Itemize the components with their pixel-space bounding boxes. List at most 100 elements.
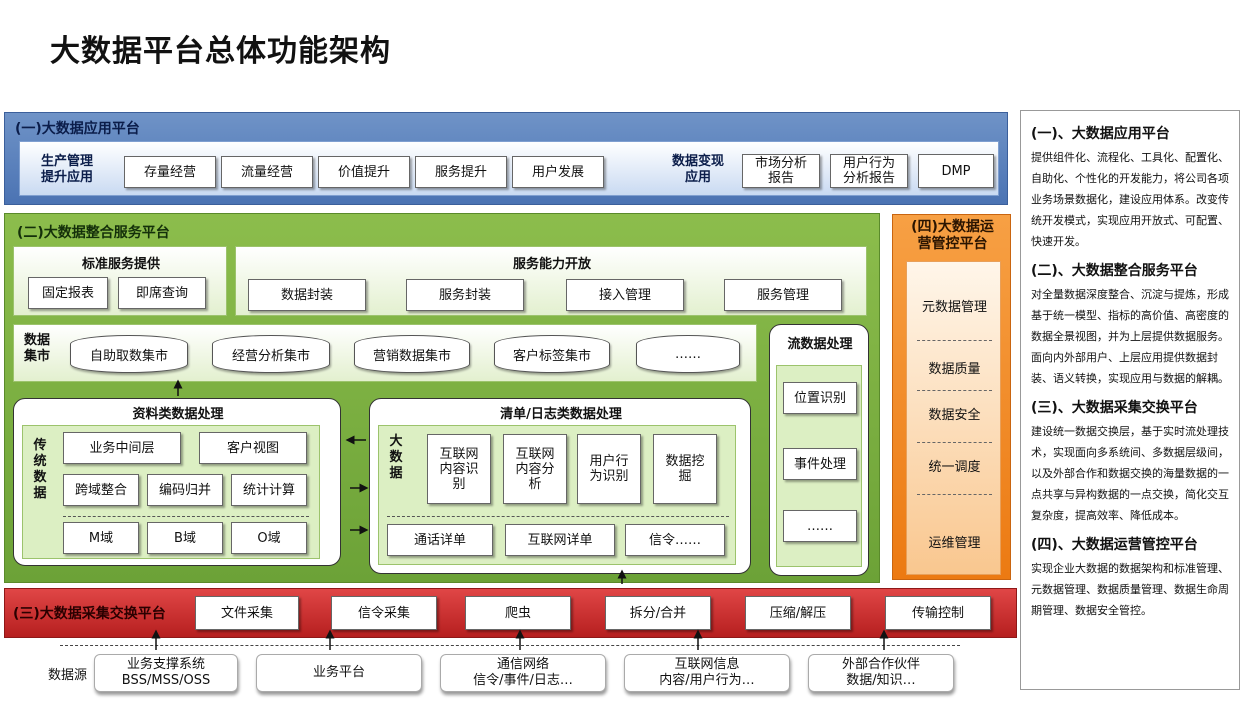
dashed-divider [917, 442, 992, 443]
note-text: 对全量数据深度整合、沉淀与提炼，形成基于统一模型、指标的高价值、高密度的数据全景… [1031, 288, 1229, 385]
app-item[interactable]: 流量经营 [221, 156, 313, 188]
data-mart-item[interactable]: …… [636, 335, 740, 373]
operations-control-inner: 元数据管理 数据质量 数据安全 统一调度 运维管理 [906, 261, 1001, 575]
note-text: 建设统一数据交换层，基于实时流处理技术，实现面向多系统间、多数据层级间，以及外部… [1031, 425, 1229, 522]
service-open-item[interactable]: 服务管理 [724, 279, 842, 311]
data-source-item[interactable]: 外部合作伙伴 数据/知识… [808, 654, 954, 692]
ops-item[interactable]: 数据安全 [928, 408, 981, 423]
data-mart-item[interactable]: 自助取数集市 [70, 335, 188, 373]
log-item[interactable]: 数据挖 掘 [653, 434, 717, 504]
note-heading: (二)、大数据整合服务平台 [1031, 263, 1198, 279]
service-open-title: 服务能力开放 [512, 257, 591, 272]
document-processing-panel: 资料类数据处理 传 统 数 据 业务中间层 客户视图 跨域整合 编码归并 统计计… [13, 398, 341, 566]
dashed-divider [387, 516, 729, 517]
doc-item[interactable]: 统计计算 [231, 474, 307, 506]
integration-platform-title: (二)大数据整合服务平台 [17, 225, 170, 241]
collection-item[interactable]: 传输控制 [885, 596, 991, 630]
note-text: 提供组件化、流程化、工具化、配置化、自助化、个性化的开发能力，将公司各项业务场景… [1031, 151, 1229, 248]
collection-item[interactable]: 文件采集 [195, 596, 299, 630]
doc-item[interactable]: 编码归并 [147, 474, 223, 506]
document-processing-inner: 传 统 数 据 业务中间层 客户视图 跨域整合 编码归并 统计计算 M域 B域 … [22, 425, 320, 559]
collection-item[interactable]: 信令采集 [331, 596, 437, 630]
description-panel: (一)、大数据应用平台 提供组件化、流程化、工具化、配置化、自助化、个性化的开发… [1020, 110, 1240, 690]
application-platform-panel: (一)大数据应用平台 生产管理 提升应用 存量经营 流量经营 价值提升 服务提升… [4, 112, 1008, 205]
ops-item[interactable]: 统一调度 [928, 460, 981, 475]
stream-processing-title: 流数据处理 [787, 337, 853, 352]
dashed-divider [917, 494, 992, 495]
app-item[interactable]: 服务提升 [415, 156, 507, 188]
collection-item[interactable]: 爬虫 [465, 596, 571, 630]
collection-item[interactable]: 压缩/解压 [745, 596, 851, 630]
integration-platform-panel: (二)大数据整合服务平台 标准服务提供 固定报表 即席查询 服务能力开放 数据封… [4, 213, 880, 583]
note-text: 实现企业大数据的数据架构和标准管理、元数据管理、数据质量管理、数据生命周期管理、… [1031, 562, 1229, 617]
data-source-item[interactable]: 业务支撑系统 BSS/MSS/OSS [94, 654, 238, 692]
event-processing-item[interactable]: 事件处理 [783, 448, 857, 480]
data-source-item[interactable]: 业务平台 [256, 654, 422, 692]
data-mart-item[interactable]: 经营分析集市 [212, 335, 330, 373]
source-dashed-line [60, 645, 960, 646]
data-source-item[interactable]: 通信网络 信令/事件/日志… [440, 654, 606, 692]
dmp-item[interactable]: DMP [918, 154, 994, 188]
log-detail-item[interactable]: 信令…… [625, 524, 725, 556]
document-processing-title: 资料类数据处理 [132, 407, 224, 422]
doc-item[interactable]: O域 [231, 522, 307, 554]
app-item[interactable]: 用户发展 [512, 156, 604, 188]
production-management-label: 生产管理 提升应用 [40, 154, 93, 185]
data-mart-panel: 数据 集市 自助取数集市 经营分析集市 营销数据集市 客户标签集市 …… [13, 324, 757, 382]
log-detail-item[interactable]: 互联网详单 [505, 524, 615, 556]
log-processing-inner: 大 数 据 互联网 内容识 别 互联网 内容分 析 用户行 为识别 数据挖 掘 … [378, 425, 736, 565]
ops-item[interactable]: 元数据管理 [921, 300, 987, 315]
collection-exchange-panel: (三)大数据采集交换平台 文件采集 信令采集 爬虫 拆分/合并 压缩/解压 传输… [4, 588, 1017, 638]
ops-item[interactable]: 数据质量 [928, 362, 981, 377]
log-item[interactable]: 互联网 内容分 析 [503, 434, 567, 504]
doc-item[interactable]: B域 [147, 522, 223, 554]
log-processing-panel: 清单/日志类数据处理 大 数 据 互联网 内容识 别 互联网 内容分 析 用户行… [369, 398, 751, 574]
page-title: 大数据平台总体功能架构 [50, 34, 391, 69]
doc-item[interactable]: 业务中间层 [63, 432, 181, 464]
app-item[interactable]: 存量经营 [124, 156, 216, 188]
log-processing-title: 清单/日志类数据处理 [500, 407, 622, 422]
ops-item[interactable]: 运维管理 [928, 536, 981, 551]
log-detail-item[interactable]: 通话详单 [387, 524, 493, 556]
adhoc-query-item[interactable]: 即席查询 [118, 277, 206, 309]
app-item[interactable]: 价值提升 [318, 156, 410, 188]
data-mart-label: 数据 集市 [23, 333, 50, 364]
data-source-label: 数据源 [48, 668, 88, 683]
standard-service-title: 标准服务提供 [81, 257, 160, 272]
service-open-panel: 服务能力开放 数据封装 服务封装 接入管理 服务管理 [235, 246, 867, 316]
application-platform-title: (一)大数据应用平台 [15, 121, 140, 137]
collection-item[interactable]: 拆分/合并 [605, 596, 711, 630]
market-analysis-report[interactable]: 市场分析 报告 [742, 154, 820, 188]
dashed-divider [63, 516, 309, 517]
log-item[interactable]: 用户行 为识别 [577, 434, 641, 504]
big-data-label: 大 数 据 [389, 434, 403, 481]
stream-processing-panel: 流数据处理 位置识别 事件处理 …… [769, 324, 869, 576]
doc-item[interactable]: M域 [63, 522, 139, 554]
data-monetization-label: 数据变现 应用 [671, 154, 724, 185]
user-behavior-report[interactable]: 用户行为 分析报告 [830, 154, 908, 188]
application-platform-inner: 生产管理 提升应用 存量经营 流量经营 价值提升 服务提升 用户发展 数据变现 … [19, 141, 999, 196]
dashed-divider [917, 390, 992, 391]
dashed-divider [917, 340, 992, 341]
location-recognition-item[interactable]: 位置识别 [783, 382, 857, 414]
note-heading: (四)、大数据运营管控平台 [1031, 537, 1198, 553]
data-source-item[interactable]: 互联网信息 内容/用户行为… [624, 654, 790, 692]
operations-control-title: (四)大数据运 营管控平台 [911, 219, 994, 252]
doc-item[interactable]: 客户视图 [199, 432, 307, 464]
note-heading: (一)、大数据应用平台 [1031, 126, 1170, 142]
collection-exchange-title: (三)大数据采集交换平台 [13, 606, 166, 622]
stream-processing-inner: 位置识别 事件处理 …… [776, 365, 862, 567]
data-mart-item[interactable]: 客户标签集市 [494, 335, 610, 373]
service-open-item[interactable]: 接入管理 [566, 279, 684, 311]
fixed-report-item[interactable]: 固定报表 [28, 277, 108, 309]
note-heading: (三)、大数据采集交换平台 [1031, 400, 1198, 416]
traditional-data-label: 传 统 数 据 [33, 438, 47, 501]
log-item[interactable]: 互联网 内容识 别 [427, 434, 491, 504]
operations-control-panel: (四)大数据运 营管控平台 元数据管理 数据质量 数据安全 统一调度 运维管理 [892, 214, 1011, 580]
data-mart-item[interactable]: 营销数据集市 [354, 335, 470, 373]
standard-service-panel: 标准服务提供 固定报表 即席查询 [13, 246, 227, 316]
service-open-item[interactable]: 服务封装 [406, 279, 524, 311]
doc-item[interactable]: 跨域整合 [63, 474, 139, 506]
stream-more-item[interactable]: …… [783, 510, 857, 542]
service-open-item[interactable]: 数据封装 [248, 279, 366, 311]
